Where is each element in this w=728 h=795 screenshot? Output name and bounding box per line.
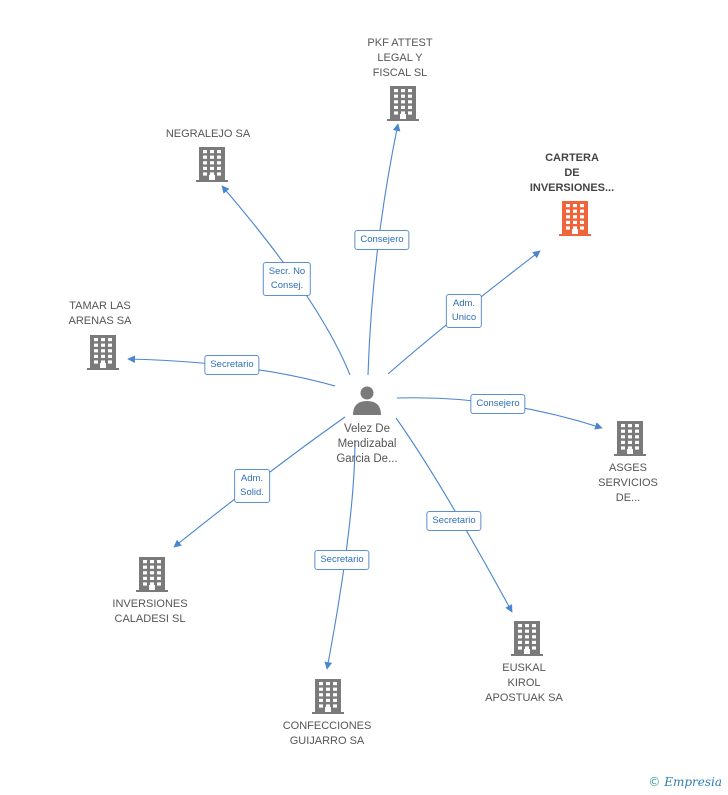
company-name-asges[interactable]: ASGES SERVICIOS DE... xyxy=(598,462,658,504)
company-building-icon-pkf[interactable] xyxy=(387,86,419,121)
company-name-negralejo[interactable]: NEGRALEJO SA xyxy=(165,128,251,140)
brand-name: Empresia xyxy=(664,775,722,789)
edge-euskal xyxy=(395,417,513,613)
company-building-icon-negralejo[interactable] xyxy=(196,147,228,182)
company-name-euskal[interactable]: EUSKAL KIROL APOSTUAK SA xyxy=(485,662,563,704)
company-building-icon-asges[interactable] xyxy=(614,421,646,456)
edge-label-pkf[interactable]: Consejero xyxy=(354,230,410,250)
company-name-cartera[interactable]: CARTERA DE INVERSIONES... xyxy=(529,152,615,194)
company-building-icon-euskal[interactable] xyxy=(511,621,543,656)
company-name-pkf[interactable]: PKF ATTEST LEGAL Y FISCAL SL xyxy=(367,37,433,79)
footer-brand[interactable]: © Empresia xyxy=(648,775,722,789)
edge-label-tamar[interactable]: Secretario xyxy=(204,355,260,375)
company-name-tamar[interactable]: TAMAR LAS ARENAS SA xyxy=(68,300,132,327)
company-building-icon-tamar[interactable] xyxy=(87,335,119,370)
edge-guijarro xyxy=(324,439,356,670)
company-building-icon-caladesi[interactable] xyxy=(136,557,168,592)
company-name-guijarro[interactable]: CONFECCIONES GUIJARRO SA xyxy=(282,720,372,747)
edge-label-negralejo[interactable]: Secr. No Consej. xyxy=(262,262,312,296)
edge-label-cartera[interactable]: Adm. Unico xyxy=(445,294,483,328)
company-name-caladesi[interactable]: INVERSIONES CALADESI SL xyxy=(112,598,188,625)
company-building-icon-guijarro[interactable] xyxy=(312,679,344,714)
copyright-symbol: © xyxy=(648,775,661,789)
edge-label-guijarro[interactable]: Secretario xyxy=(314,550,370,570)
person-icon[interactable] xyxy=(353,386,381,416)
nodes xyxy=(87,86,646,714)
edge-label-euskal[interactable]: Secretario xyxy=(426,511,482,531)
company-building-icon-cartera[interactable] xyxy=(559,201,591,236)
edge-label-caladesi[interactable]: Adm. Solid. xyxy=(234,469,270,503)
center-person-name[interactable]: Velez De Mendizabal Garcia De... xyxy=(336,423,398,465)
edge-label-asges[interactable]: Consejero xyxy=(470,394,526,414)
